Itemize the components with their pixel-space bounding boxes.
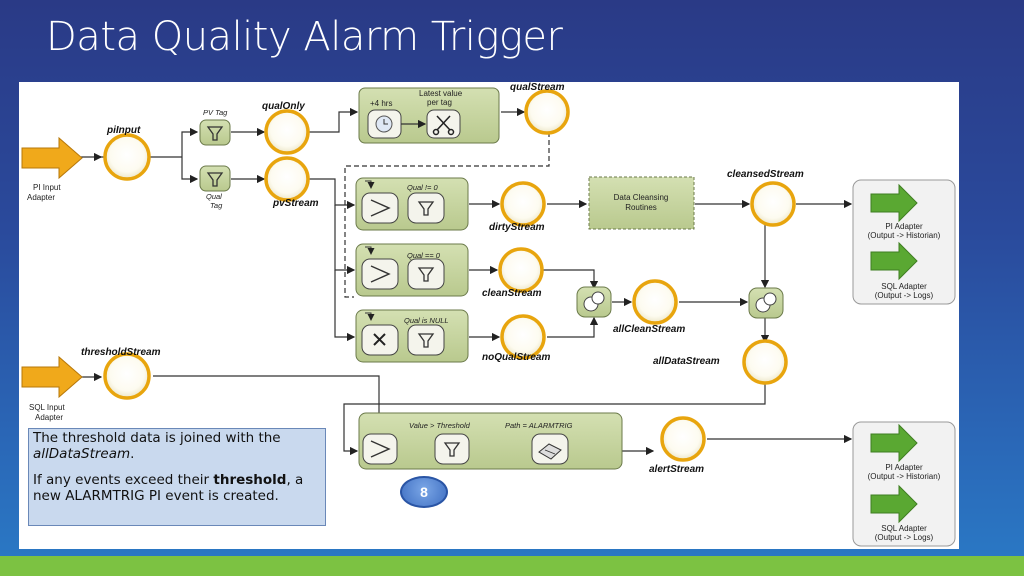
label-alertstream: alertStream bbox=[649, 464, 704, 475]
label-qualstream: qualStream bbox=[510, 82, 565, 93]
label-cleansedstream: cleansedStream bbox=[727, 169, 804, 180]
pi-adapter-output-1: PI Adapter(Output -> Historian) bbox=[868, 222, 941, 240]
x-icon bbox=[373, 333, 386, 346]
value-threshold-label: Value > Threshold bbox=[409, 421, 471, 430]
stream-dirtystream bbox=[500, 181, 546, 227]
stream-thresholdstream bbox=[103, 352, 151, 400]
stream-alldatastream bbox=[742, 339, 788, 385]
page-number-badge: 8 bbox=[400, 476, 448, 508]
output-group-1 bbox=[852, 179, 956, 305]
data-cleansing-box bbox=[588, 176, 695, 230]
stream-cleanstream bbox=[498, 247, 544, 293]
pv-tag-label: PV Tag bbox=[203, 108, 228, 117]
path-alarmtrig-label: Path = ALARMTRIG bbox=[505, 421, 573, 430]
write-event-icon bbox=[538, 443, 562, 460]
sql-adapter-output-2: SQL Adapter(Output -> Logs) bbox=[875, 524, 934, 542]
plus4-label: +4 hrs bbox=[370, 99, 392, 108]
stream-noqualstream bbox=[500, 314, 546, 360]
scissors-icon bbox=[432, 115, 455, 136]
union-node-2 bbox=[748, 287, 784, 319]
qual-tag-filter bbox=[199, 165, 231, 192]
qual-ne0-box bbox=[355, 177, 469, 231]
threshold-join-box bbox=[358, 412, 623, 470]
label-pvstream: pvStream bbox=[272, 198, 319, 209]
label-thresholdstream: thresholdStream bbox=[81, 347, 161, 358]
page-title: Data Quality Alarm Trigger bbox=[46, 14, 563, 60]
note-paragraph-2: If any events exceed their threshold, a … bbox=[33, 472, 304, 504]
pi-adapter-output-2: PI Adapter(Output -> Historian) bbox=[868, 463, 941, 481]
stream-nodes bbox=[103, 89, 796, 462]
label-allcleanstream: allCleanStream bbox=[613, 324, 685, 335]
qual-ne0-label: Qual != 0 bbox=[407, 183, 438, 192]
output-group-2 bbox=[852, 421, 956, 547]
threshold-note: The threshold data is joined with the al… bbox=[28, 428, 326, 526]
label-alldatastream: allDataStream bbox=[653, 356, 720, 367]
delay-latest-box bbox=[358, 87, 500, 144]
join-operator-icon bbox=[370, 199, 391, 217]
footer-strip bbox=[0, 556, 1024, 576]
stream-allcleanstream bbox=[632, 279, 678, 325]
note-paragraph-1: The threshold data is joined with the al… bbox=[33, 430, 281, 462]
union-node-1 bbox=[576, 286, 612, 318]
stream-qualstream bbox=[524, 89, 570, 135]
qual-null-box bbox=[355, 309, 469, 363]
stream-pvstream bbox=[264, 156, 310, 202]
qual-eq0-box bbox=[355, 243, 469, 297]
label-piinput: piInput bbox=[106, 125, 141, 136]
sql-adapter-output-1: SQL Adapter(Output -> Logs) bbox=[875, 282, 934, 300]
qual-null-label: Qual is NULL bbox=[404, 316, 449, 325]
stream-piinput bbox=[103, 133, 151, 181]
qual-eq0-label: Qual == 0 bbox=[407, 251, 441, 260]
label-noqualstream: noQualStream bbox=[482, 352, 550, 363]
pi-input-arrow bbox=[21, 136, 83, 180]
label-cleanstream: cleanStream bbox=[482, 288, 542, 299]
stream-alertstream bbox=[660, 416, 706, 462]
label-qualonly: qualOnly bbox=[262, 101, 305, 112]
label-dirtystream: dirtyStream bbox=[489, 222, 545, 233]
pv-tag-filter bbox=[199, 119, 231, 146]
sql-input-arrow bbox=[21, 355, 83, 399]
stream-cleansedstream bbox=[750, 181, 796, 227]
stream-qualonly bbox=[264, 109, 310, 155]
